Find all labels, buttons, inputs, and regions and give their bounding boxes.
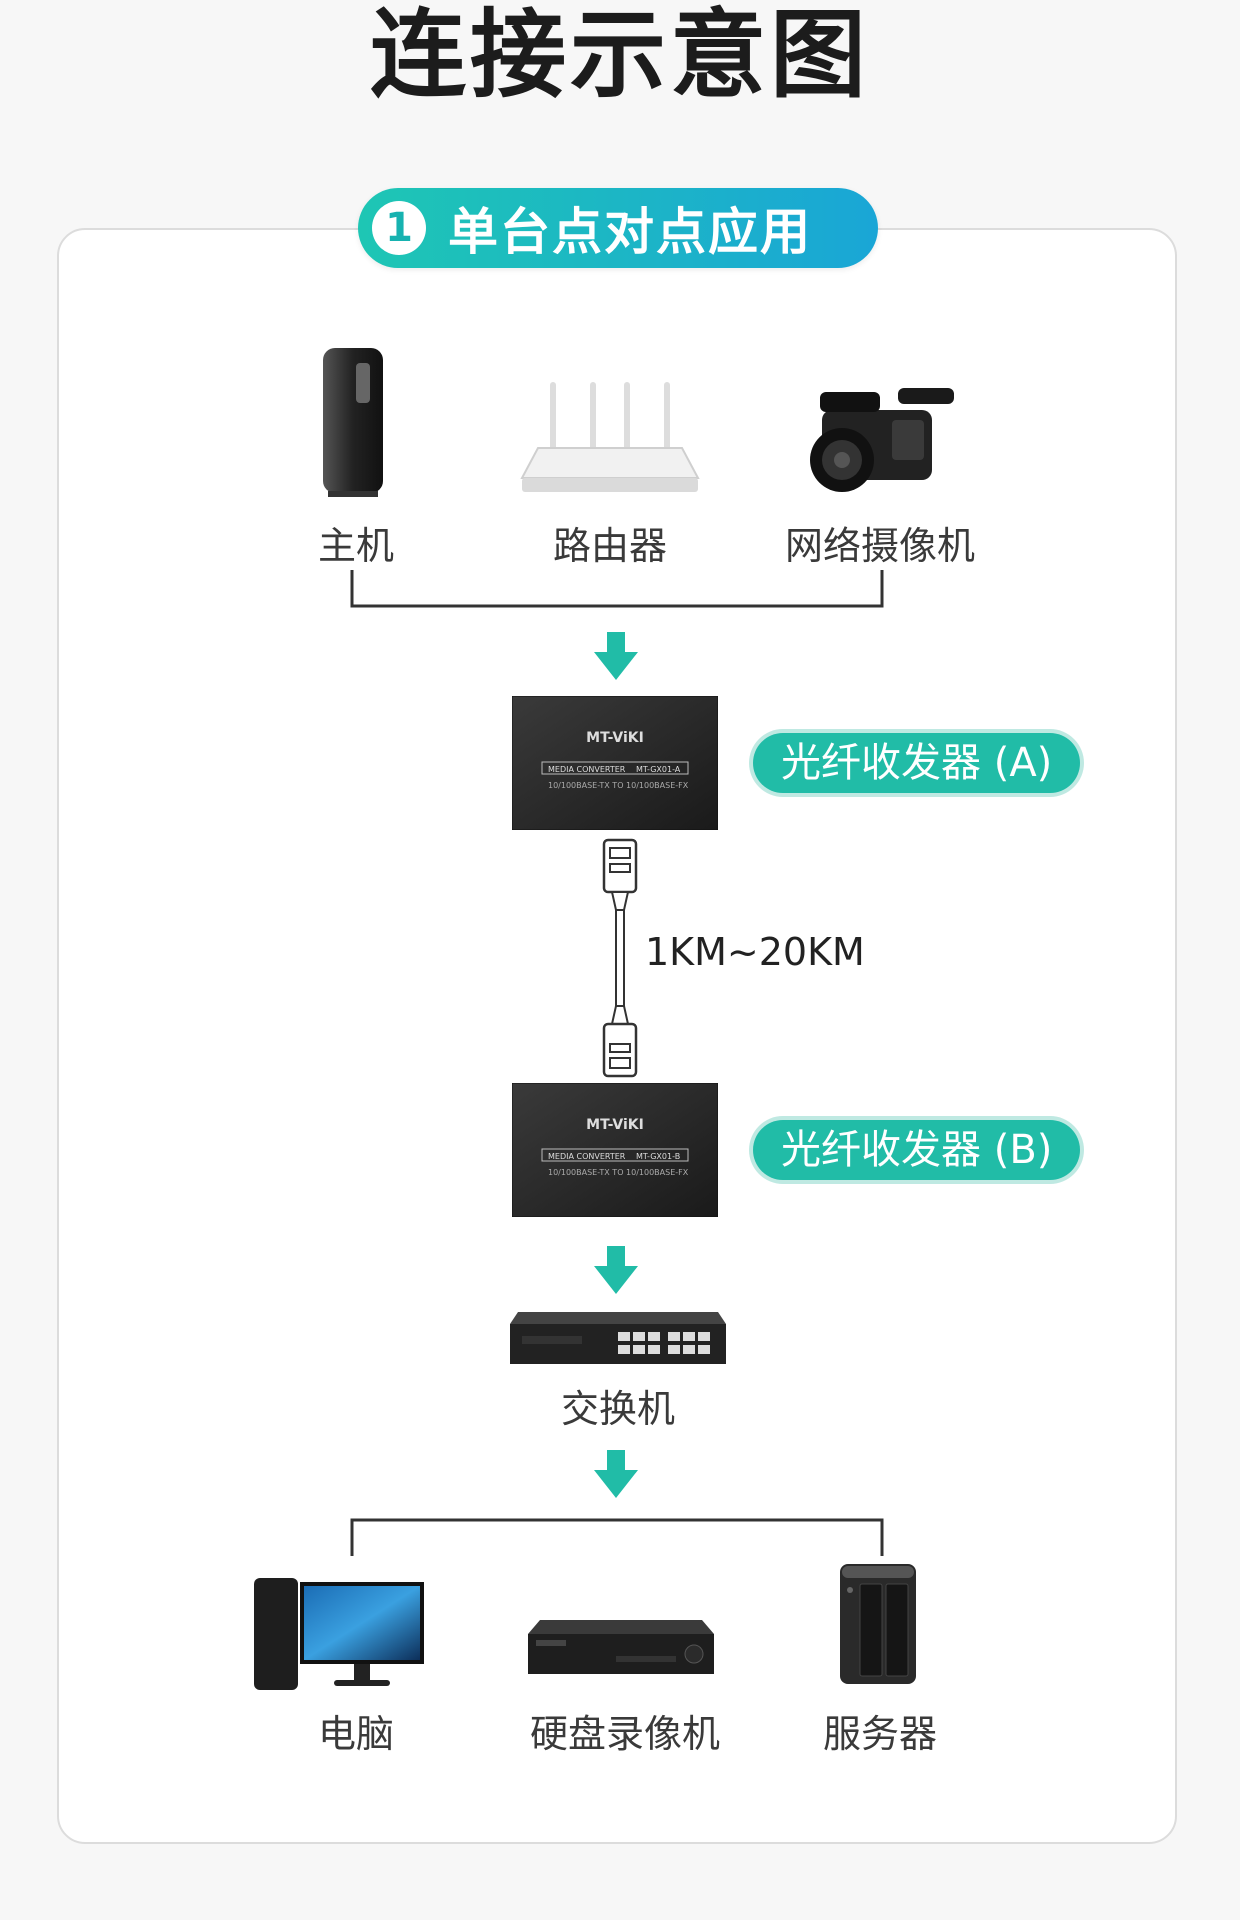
converter-a-model: MT-GX01-A — [636, 765, 681, 774]
device-label-ip-camera: 网络摄像机 — [784, 524, 975, 568]
device-label-host: 主机 — [317, 524, 394, 568]
section-number: 1 — [372, 201, 426, 255]
arrow-down-icon — [594, 1246, 638, 1294]
router-icon — [520, 382, 700, 492]
device-label-switch: 交换机 — [560, 1387, 675, 1431]
converter-b-brand: MT-ViKI — [586, 1117, 644, 1133]
dvr-recorder-icon — [528, 1620, 714, 1674]
nas-server-icon — [840, 1564, 916, 1684]
device-label-dvr: 硬盘录像机 — [529, 1712, 720, 1756]
fiber-distance: 1KM~20KM — [645, 930, 865, 974]
device-label-server: 服务器 — [822, 1712, 937, 1756]
pc-tower-icon — [323, 348, 383, 497]
fiber-converter-b — [512, 1083, 718, 1217]
converter-a-tag: MEDIA CONVERTER — [548, 765, 626, 774]
arrow-down-icon — [594, 632, 638, 680]
section-label: 单台点对点应用 — [448, 203, 812, 261]
bottom-bracket — [350, 1518, 884, 1556]
converter-b-spec: 10/100BASE-TX TO 10/100BASE-FX — [548, 1168, 689, 1177]
camcorder-icon — [810, 388, 954, 492]
converter-b-model: MT-GX01-B — [636, 1152, 681, 1161]
section-header: 1 单台点对点应用 — [358, 188, 878, 268]
desktop-pc-icon — [254, 1578, 424, 1690]
top-bracket — [350, 570, 884, 608]
converter-a-spec: 10/100BASE-TX TO 10/100BASE-FX — [548, 781, 689, 790]
fiber-converter-a — [512, 696, 718, 830]
device-label-computer: 电脑 — [317, 1712, 394, 1756]
converter-a-brand: MT-ViKI — [586, 730, 644, 746]
converter-b-badge: 光纤收发器 (B) — [753, 1120, 1081, 1180]
arrow-down-icon — [594, 1450, 638, 1498]
device-label-router: 路由器 — [552, 524, 667, 568]
fiber-cable-icon — [602, 838, 638, 1078]
converter-b-tag: MEDIA CONVERTER — [548, 1152, 626, 1161]
network-switch-icon — [510, 1312, 726, 1364]
page-title: 连接示意图 — [370, 0, 870, 111]
converter-a-badge: 光纤收发器 (A) — [753, 733, 1081, 793]
